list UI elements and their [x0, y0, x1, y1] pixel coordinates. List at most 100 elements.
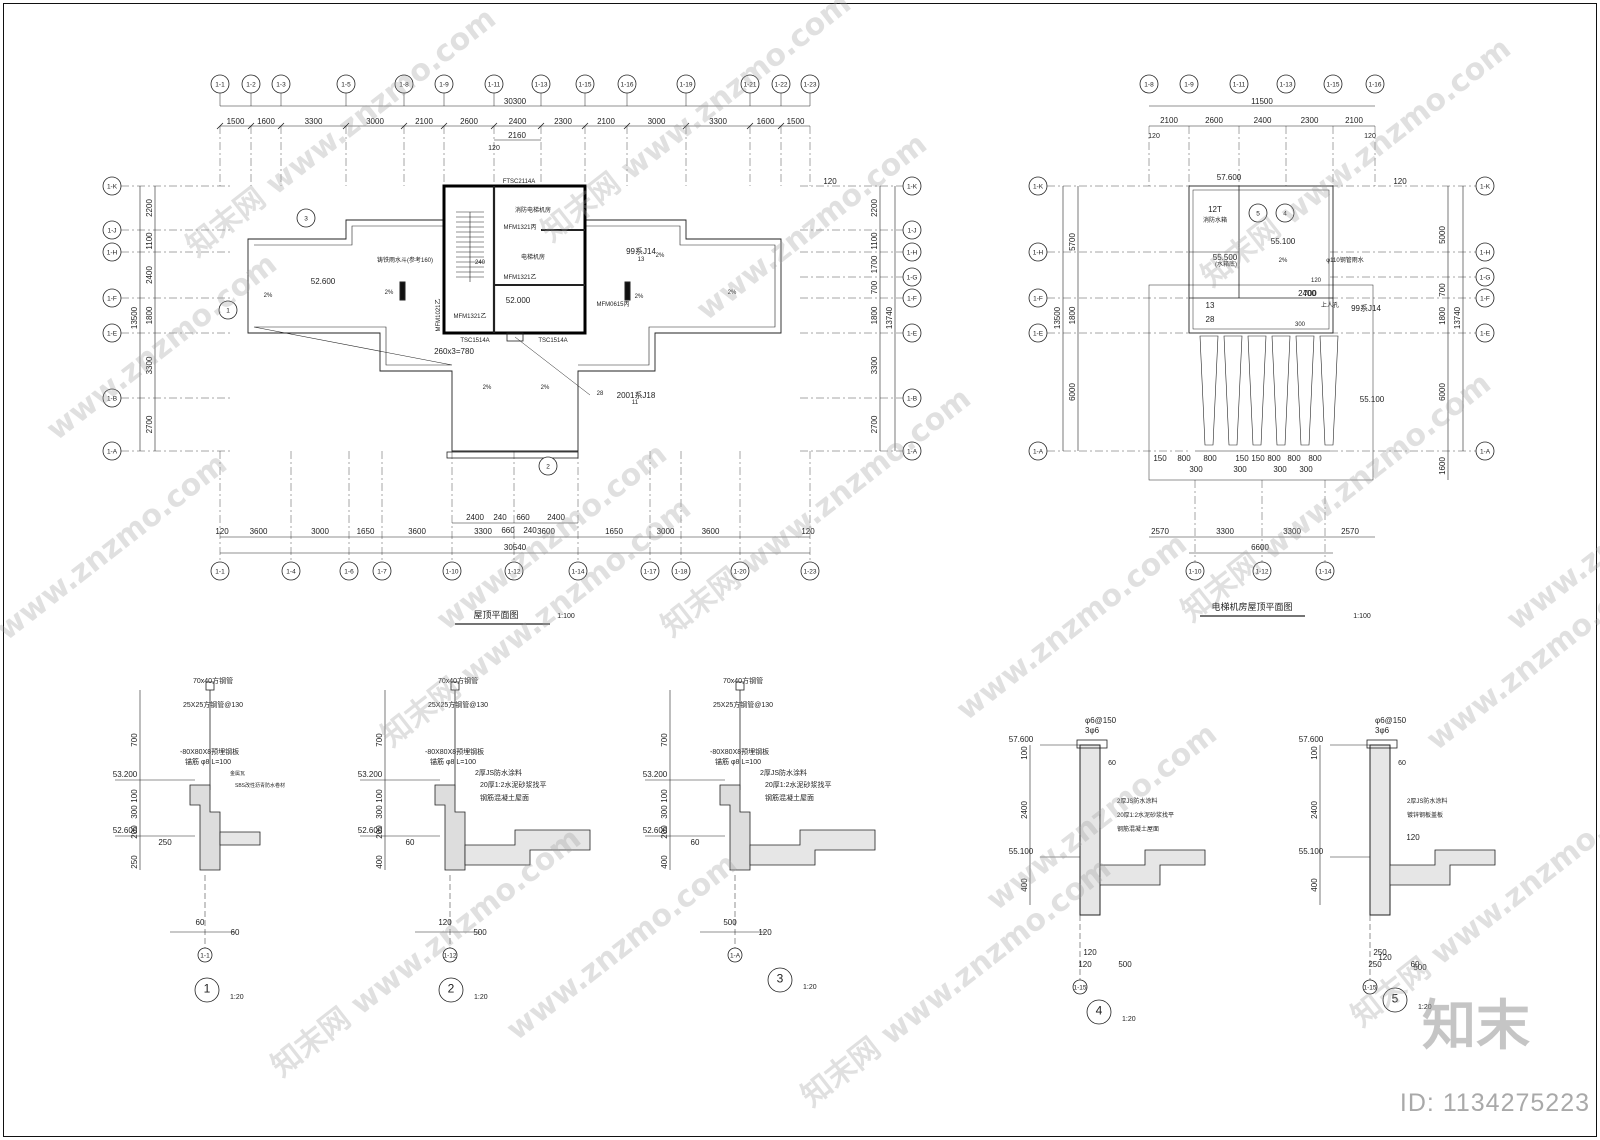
louver-panel [1247, 335, 1267, 446]
detail-number-circle [438, 977, 464, 1003]
dim-bottom-total: 30540 [504, 543, 527, 552]
detail-1: 70010030020025053.20052.60070x40方钢管25X25… [113, 676, 285, 1003]
plan-label: 2% [483, 385, 492, 391]
detail-scale: 1:20 [803, 984, 817, 991]
plan-label: MFM1321丙 [503, 224, 536, 231]
level-mark: 57.600 [1299, 735, 1324, 744]
dim-top: 2600 [1205, 116, 1223, 125]
plan-label: 13 [638, 257, 645, 263]
dim-left-total: 13500 [1053, 306, 1062, 329]
louver-panel [1223, 335, 1243, 446]
detail-number: 5 [1392, 992, 1399, 1006]
dim-left: 2700 [145, 415, 154, 433]
dim-right: 1600 [1438, 457, 1447, 475]
detail-number-circle [1382, 987, 1408, 1013]
plan-label: 上人孔 [1321, 301, 1339, 309]
axis-bubble-right: 1-K [1480, 184, 1491, 191]
axis-bubble-top: 1-15 [578, 82, 591, 89]
axis-bubble-top: 1-8 [399, 82, 409, 89]
detail-axis: 1-15 [1363, 985, 1376, 992]
detail-axis-circle [1362, 979, 1378, 995]
detail-number: 3 [777, 972, 784, 986]
detail-dim: 60 [231, 928, 240, 937]
detail-callout-circle [1248, 203, 1268, 223]
detail-scale: 1:20 [1418, 1004, 1432, 1011]
dim-left: 3300 [145, 356, 154, 374]
detail-dim: 200 [130, 825, 139, 839]
plan-label: 28 [1206, 315, 1215, 324]
dim-tick [490, 122, 498, 130]
dim-top: 3300 [305, 117, 323, 126]
axis-bubble-right: 1-G [1480, 275, 1491, 282]
plan-label: 700 [1303, 289, 1317, 298]
dim-left: 2400 [145, 266, 154, 284]
axis-bubble-bottom-circle [730, 561, 750, 581]
axis-bubble-top: 1-16 [1368, 82, 1381, 89]
louver-panel [1271, 335, 1291, 446]
detail-dim: 2400 [1020, 801, 1029, 819]
axis-bubble-top: 1-9 [439, 82, 449, 89]
dim-bottom: 1650 [357, 527, 375, 536]
dim-right: 120 [1393, 177, 1407, 186]
detail-dim: 100 [130, 789, 139, 803]
axis-bubble-top-circle [1323, 74, 1343, 94]
detail-callout: 4 [1283, 211, 1287, 218]
axis-bubble-left: 1-A [107, 449, 118, 456]
axis-bubble-bottom: 1-14 [571, 569, 584, 576]
dim-sub: 120 [1148, 133, 1160, 140]
dim-bottom-mid: 2400 [547, 513, 565, 522]
detail-axis: 1-12 [443, 953, 456, 960]
plan-label: 2% [385, 290, 394, 296]
detail-note: SBS改性沥青防水卷材 [235, 782, 285, 789]
rail-top [450, 681, 460, 691]
dim-bottom: 3300 [474, 527, 492, 536]
detail-note: 钢筋混凝土屋面 [1117, 825, 1159, 833]
dim-tick [342, 122, 350, 130]
dim-left: 2200 [145, 199, 154, 217]
detail-dim: 500 [1118, 960, 1132, 969]
dim-top: 3000 [366, 117, 384, 126]
detail-dim: 100 [660, 789, 669, 803]
detail-dim: 250 [1368, 960, 1382, 969]
plan-label: 300 [1295, 322, 1306, 328]
leader [514, 336, 591, 396]
detail-dim: 700 [660, 733, 669, 747]
plan-label: 55.500 [1213, 253, 1238, 262]
dim-bottom: 3600 [537, 527, 555, 536]
detail-dim: 500 [473, 928, 487, 937]
detail-dim: 700 [130, 733, 139, 747]
detail-callout-circle [538, 456, 558, 476]
axis-bubble-left: 1-E [1033, 331, 1044, 338]
axis-bubble-bottom: 1-12 [1255, 569, 1268, 576]
axis-bubble-top: 1-16 [620, 82, 633, 89]
dim-top: 2100 [415, 117, 433, 126]
slab-section [464, 829, 591, 866]
level-mark: 55.100 [1009, 847, 1034, 856]
detail-dim: 300 [130, 805, 139, 819]
axis-bubble-top: 1-9 [1184, 82, 1194, 89]
detail-dim: 300 [660, 805, 669, 819]
dim-right: 1100 [870, 232, 879, 250]
axis-bubble-top: 1-8 [1144, 82, 1154, 89]
dim-small2: 300 [1233, 465, 1247, 474]
axis-bubble-bottom: 1-17 [643, 569, 656, 576]
dim-right-total: 13740 [1453, 306, 1462, 329]
sheet-frame [3, 3, 1597, 1137]
detail-number-circle [1086, 999, 1112, 1025]
axis-bubble-top: 1-19 [679, 82, 692, 89]
detail-dim: 60 [406, 838, 415, 847]
axis-bubble-bottom: 1-4 [286, 569, 296, 576]
dim-tick [623, 122, 631, 130]
axis-bubble-bottom-circle [800, 561, 820, 581]
detail-axis: 1-A [730, 953, 741, 960]
plan-label: MFM1021乙 [435, 298, 442, 331]
detail-callout-circle [1275, 203, 1295, 223]
axis-bubble-bottom: 1-18 [674, 569, 687, 576]
axis-bubble-bottom: 1-12 [507, 569, 520, 576]
axis-bubble-left: 1-K [1033, 184, 1044, 191]
axis-bubble-right: 1-A [1480, 449, 1491, 456]
dim-right: 6000 [1438, 383, 1447, 401]
detail-callout: 3 [304, 216, 308, 223]
rail-top [205, 681, 215, 691]
level-mark: 52.600 [358, 826, 383, 835]
